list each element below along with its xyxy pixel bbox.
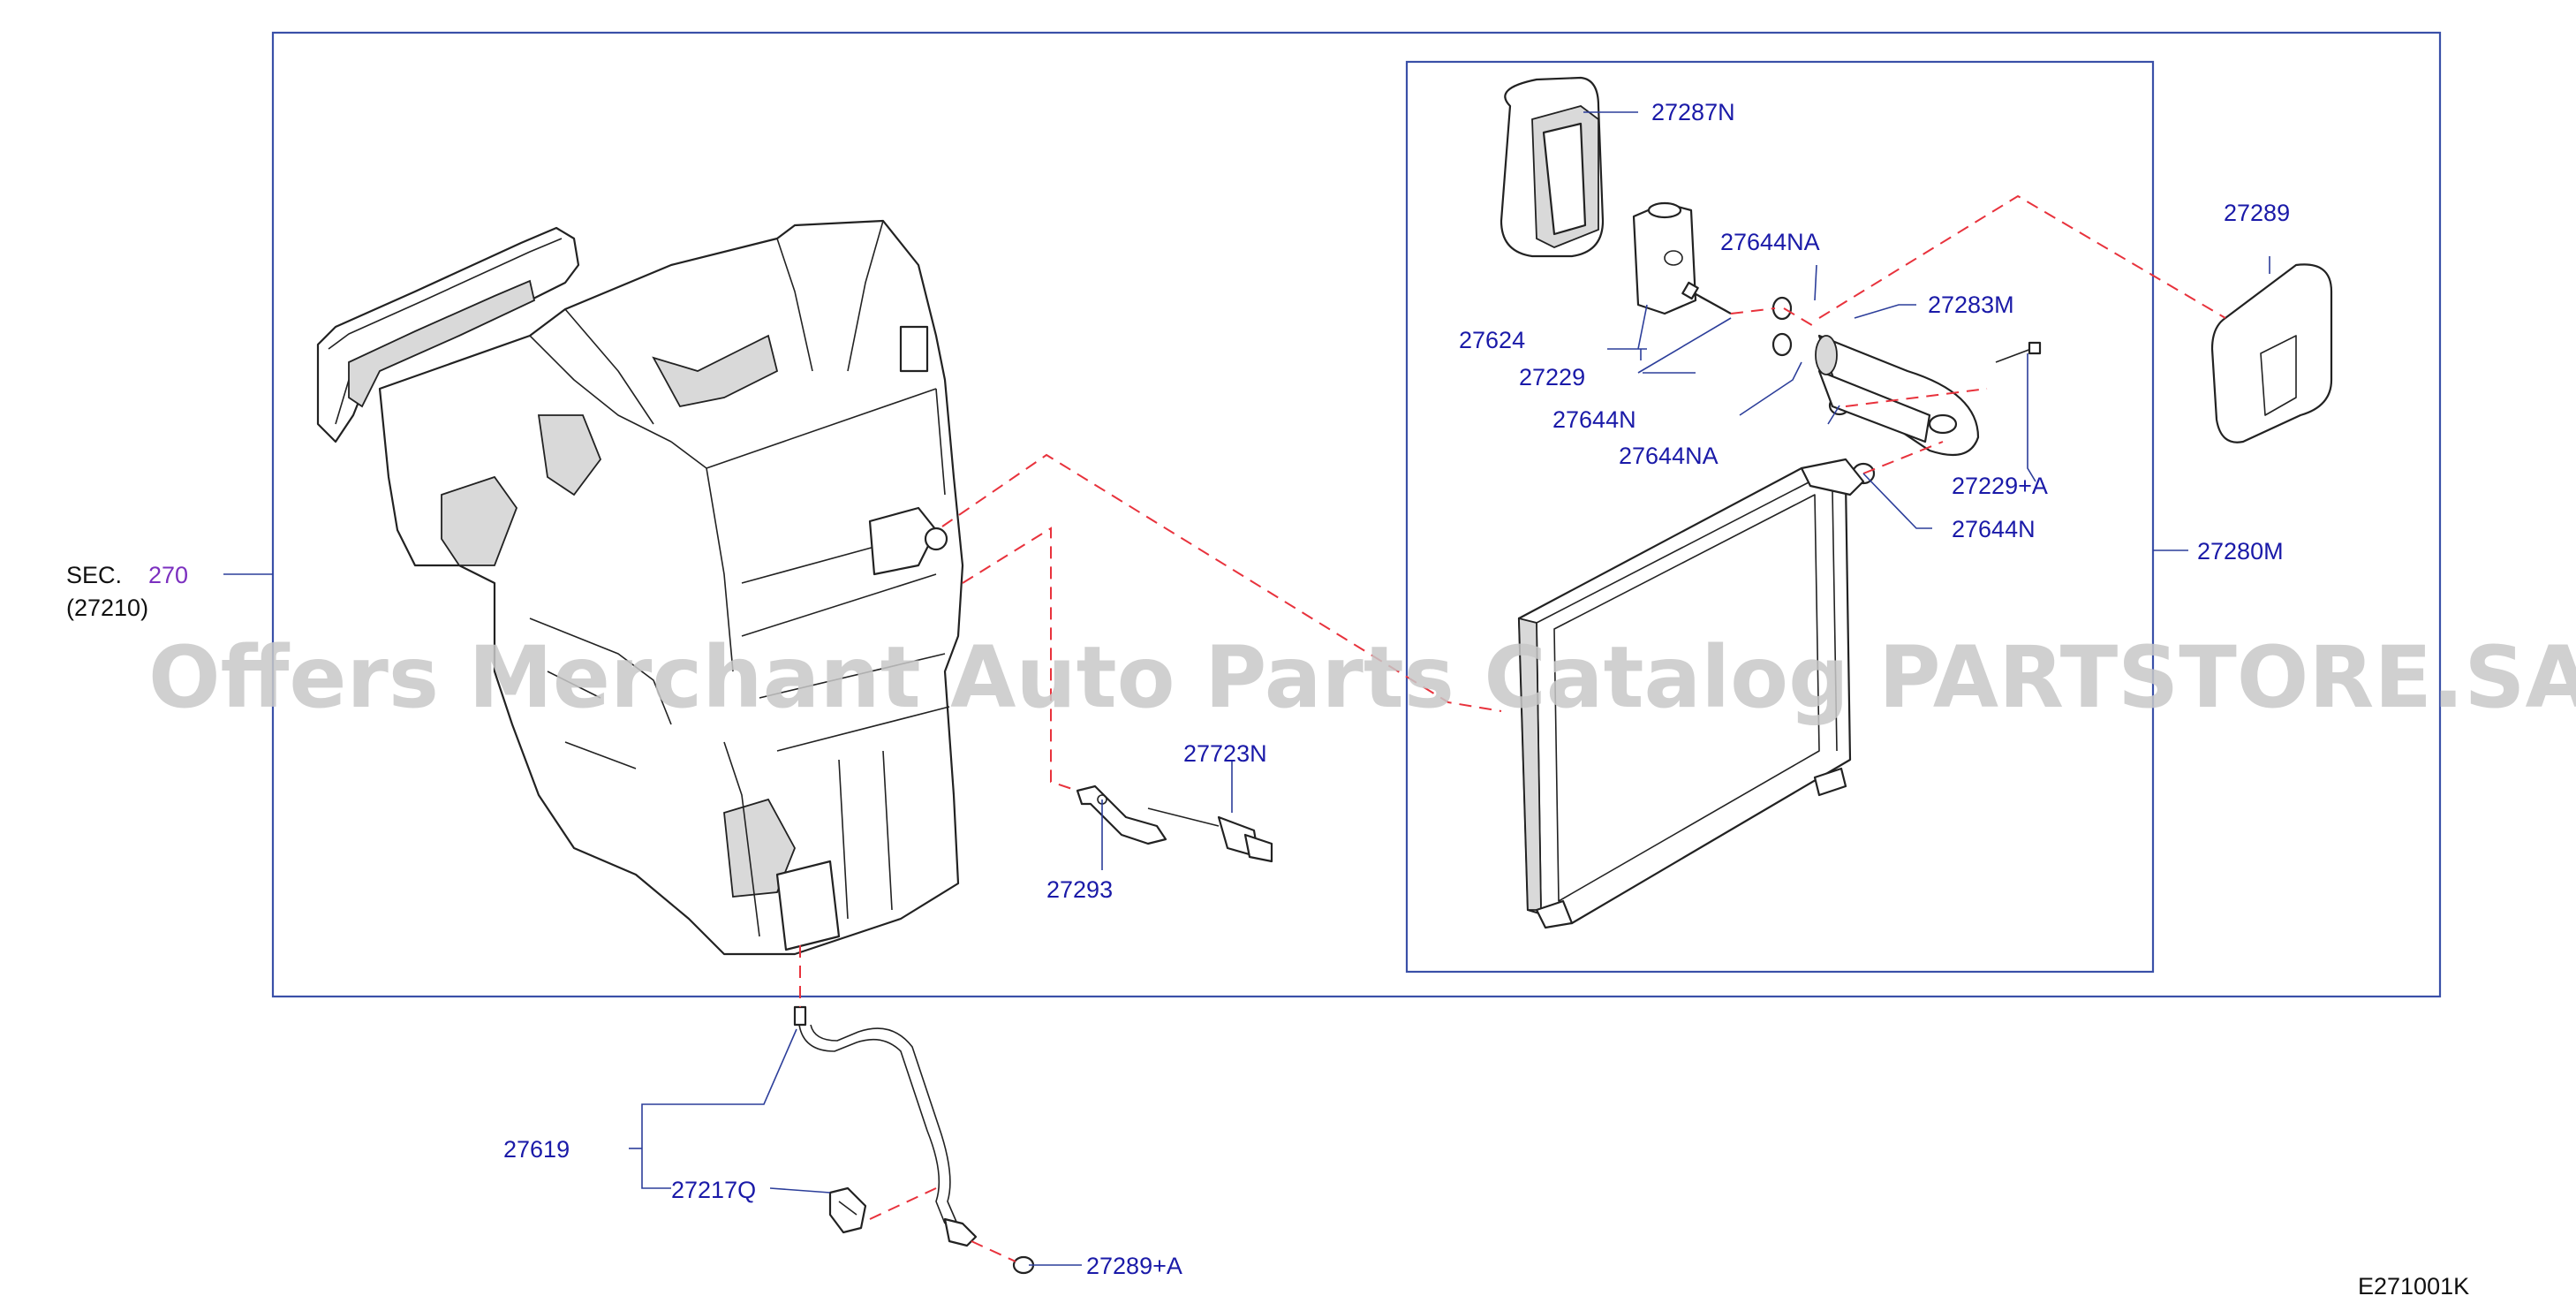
label-27644NA-mid[interactable]: 27644NA: [1619, 443, 1719, 469]
label-27619[interactable]: 27619: [503, 1136, 570, 1163]
drain-hose-drawing: [793, 1005, 1035, 1275]
label-27644N-left[interactable]: 27644N: [1552, 406, 1636, 433]
label-27229[interactable]: 27229: [1519, 364, 1585, 390]
cooling-unit-drawing: [316, 219, 964, 956]
label-27289[interactable]: 27289: [2224, 200, 2290, 226]
clip-drawing: [828, 1186, 867, 1234]
watermark: Offers Merchant Auto Parts Catalog PARTS…: [148, 628, 2576, 727]
label-27289A[interactable]: 27289+A: [1086, 1253, 1182, 1279]
label-27287N[interactable]: 27287N: [1651, 99, 1735, 125]
label-27644NA-top[interactable]: 27644NA: [1720, 229, 1820, 255]
leader-lines: [223, 111, 2270, 1266]
pipe-drawing: [1815, 334, 1980, 457]
expansion-seal-drawing: [1500, 76, 1605, 258]
label-27723N[interactable]: 27723N: [1183, 740, 1267, 767]
screw-drawing: [1995, 341, 2042, 363]
sensor-drawing: [1147, 807, 1273, 863]
outer-frame: [271, 31, 2442, 998]
dashed-connections: [799, 194, 2226, 1262]
diagram-code: E271001K: [2358, 1273, 2469, 1300]
label-27644N-right[interactable]: 27644N: [1952, 516, 2036, 542]
evaporator-drawing: [1517, 458, 1865, 929]
evaporator-frame: [1405, 60, 2155, 974]
label-sec-sub: (27210): [66, 595, 148, 621]
label-27217Q[interactable]: 27217Q: [671, 1177, 756, 1203]
label-sec: SEC.: [66, 562, 122, 588]
expansion-valve-drawing: [1632, 201, 1697, 315]
label-27293[interactable]: 27293: [1046, 876, 1113, 903]
label-27624[interactable]: 27624: [1459, 327, 1525, 353]
label-27229A[interactable]: 27229+A: [1952, 473, 2048, 499]
seal-27289-drawing: [2210, 263, 2333, 443]
bolt-drawing: [1681, 281, 1732, 314]
label-27280M[interactable]: 27280M: [2197, 538, 2284, 565]
label-27283M[interactable]: 27283M: [1928, 292, 2014, 318]
bracket-drawing: [1076, 784, 1167, 845]
label-sec-ref[interactable]: 270: [148, 562, 188, 588]
